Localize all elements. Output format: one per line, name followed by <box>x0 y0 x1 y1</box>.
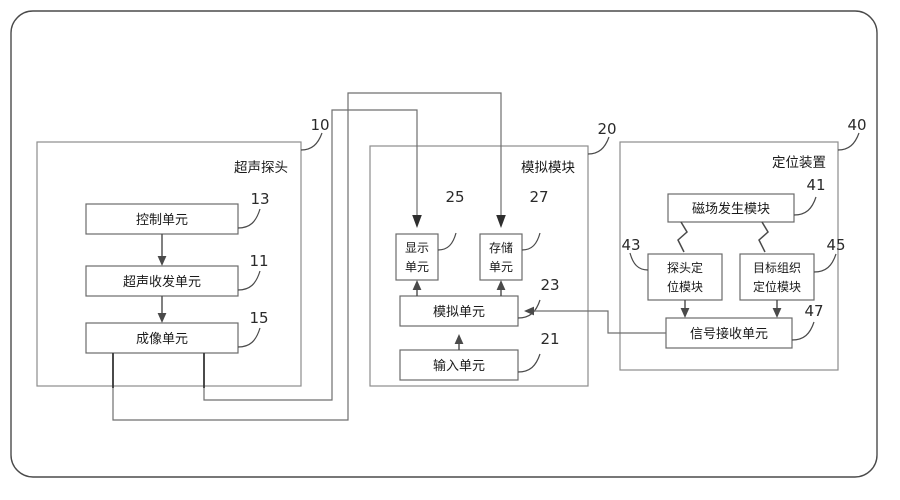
leader-15 <box>237 327 261 348</box>
zigzag-coupling-probe <box>677 221 688 253</box>
zigzag-coupling-tissue <box>758 221 769 253</box>
ref-27: 27 <box>529 188 548 206</box>
arrowhead-control-to-transceiver <box>157 256 167 266</box>
label-display-unit-line2: 单元 <box>405 260 429 274</box>
box-magnetic-field-module <box>667 193 795 223</box>
ref-43: 43 <box>621 236 640 254</box>
box-input-unit <box>399 349 519 381</box>
ref-25: 25 <box>445 188 464 206</box>
box-tissue-locator-module <box>739 253 815 301</box>
leader-13 <box>237 208 261 229</box>
wire-imaging-to-storage <box>112 92 502 421</box>
ref-41: 41 <box>806 176 825 194</box>
arrowhead-imaging-to-display <box>412 215 422 228</box>
module-positioning-title: 定位装置 <box>772 155 826 171</box>
module-probe-title: 超声探头 <box>234 160 288 176</box>
label-simulation-unit: 模拟单元 <box>433 305 485 320</box>
arrowhead-probe-locator-to-receiver <box>680 308 690 318</box>
ref-47: 47 <box>804 302 823 320</box>
label-control-unit: 控制单元 <box>136 213 188 228</box>
ref-13: 13 <box>250 190 269 208</box>
label-storage-unit-line2: 单元 <box>489 260 513 274</box>
label-transceiver-unit: 超声收发单元 <box>123 274 201 290</box>
leader-45 <box>813 253 837 273</box>
ref-20: 20 <box>597 120 616 138</box>
label-display-unit-line1: 显示 <box>405 241 429 255</box>
label-signal-receiver-unit: 信号接收单元 <box>690 326 768 342</box>
module-positioning <box>619 141 839 371</box>
label-storage-unit-line1: 存储 <box>489 240 513 255</box>
ref-40: 40 <box>847 116 866 134</box>
ref-10: 10 <box>310 116 329 134</box>
label-tissue-locator-line2: 定位模块 <box>753 279 801 294</box>
label-probe-locator-line1: 探头定 <box>667 260 703 275</box>
wire-imaging-to-display <box>203 109 418 401</box>
arrowhead-simunit-to-display <box>412 280 422 290</box>
leader-20 <box>587 136 610 155</box>
leader-40 <box>837 132 860 151</box>
arrowhead-transceiver-to-imaging <box>157 313 167 323</box>
module-simulation <box>369 145 589 387</box>
figure-border <box>10 10 878 478</box>
box-probe-locator-module <box>647 253 723 301</box>
arrowhead-simunit-to-storage <box>496 280 506 290</box>
ref-11: 11 <box>249 252 268 270</box>
leader-41 <box>793 196 817 216</box>
wire-receiver-to-simunit <box>530 310 666 334</box>
leader-43 <box>629 252 649 271</box>
ref-45: 45 <box>826 236 845 254</box>
arrowhead-tissue-locator-to-receiver <box>772 308 782 318</box>
leader-10 <box>300 132 323 151</box>
leader-11 <box>237 270 261 291</box>
arrowhead-input-to-simunit <box>454 334 464 344</box>
leader-25 <box>437 232 457 251</box>
arrowhead-imaging-to-storage <box>496 215 506 228</box>
label-probe-locator-line2: 位模块 <box>667 279 703 294</box>
label-tissue-locator-line1: 目标组织 <box>753 261 801 275</box>
label-imaging-unit: 成像单元 <box>136 332 188 347</box>
module-probe <box>36 141 302 387</box>
ref-15: 15 <box>249 309 268 327</box>
leader-21 <box>517 353 541 373</box>
box-transceiver-unit <box>85 265 239 297</box>
label-magnetic-field-module: 磁场发生模块 <box>692 201 770 217</box>
label-input-unit: 输入单元 <box>433 358 485 374</box>
ref-21: 21 <box>540 330 559 348</box>
box-simulation-unit <box>399 295 519 327</box>
ref-23: 23 <box>540 276 559 294</box>
arrowhead-receiver-to-simunit <box>524 306 534 316</box>
leader-27 <box>521 232 541 251</box>
box-imaging-unit <box>85 322 239 354</box>
box-signal-receiver-unit <box>665 317 793 349</box>
module-simulation-title: 模拟模块 <box>521 160 575 176</box>
leader-47 <box>791 321 815 341</box>
